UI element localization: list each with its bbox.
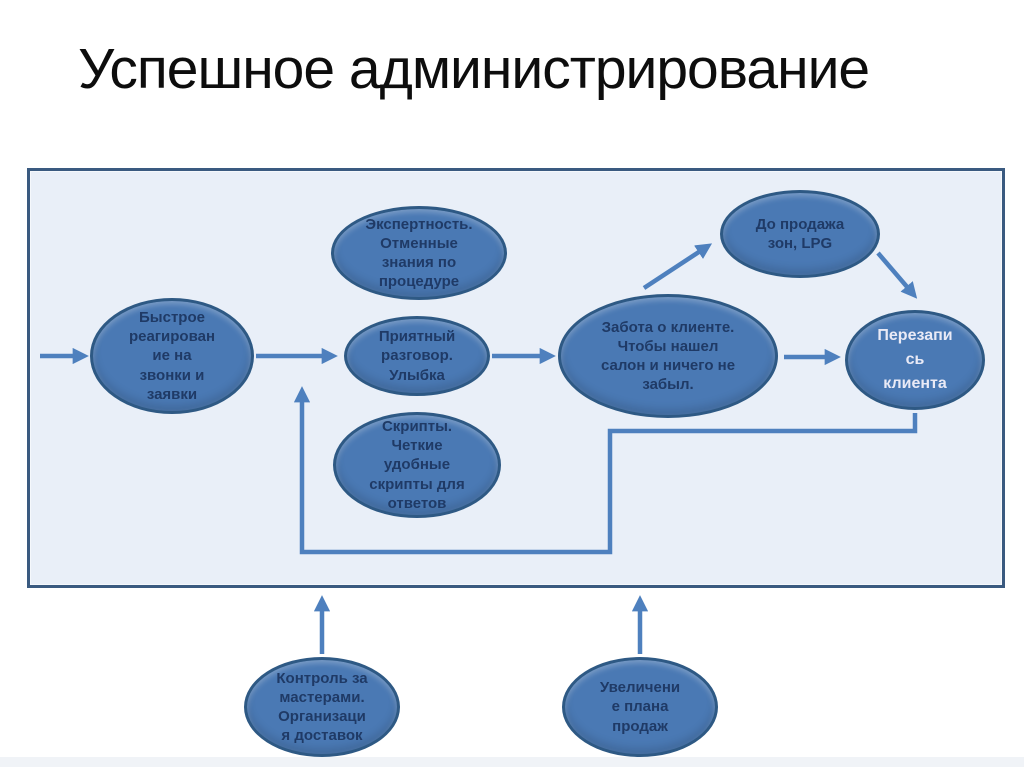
node-client-care: Забота о клиенте. Чтобы нашел салон и ни… bbox=[558, 294, 778, 418]
node-expertise-label: Экспертность. Отменные знания по процеду… bbox=[365, 215, 473, 291]
node-presale-zones: До продажа зон, LPG bbox=[720, 190, 880, 278]
node-scripts-label: Скрипты. Четкие удобные скрипты для отве… bbox=[369, 418, 465, 512]
node-client-rebooking: Перезапи сь клиента bbox=[845, 310, 985, 410]
node-conversation-label: Приятный разговор. Улыбка bbox=[378, 328, 456, 384]
node-fast-response: Быстрое реагирован ие на звонки и заявки bbox=[90, 298, 254, 414]
node-presale-zones-label: До продажа зон, LPG bbox=[755, 215, 845, 252]
node-client-care-label: Забота о клиенте. Чтобы нашел салон и ни… bbox=[600, 318, 736, 394]
bottom-strip bbox=[0, 757, 1024, 767]
node-expertise: Экспертность. Отменные знания по процеду… bbox=[331, 206, 507, 300]
node-conversation: Приятный разговор. Улыбка bbox=[344, 316, 490, 396]
node-scripts: Скрипты. Четкие удобные скрипты для отве… bbox=[333, 412, 501, 518]
node-masters-control: Контроль за мастерами. Организаци я дост… bbox=[244, 657, 400, 757]
slide-title: Успешное администрирование bbox=[78, 37, 870, 101]
node-fast-response-label: Быстрое реагирован ие на звонки и заявки bbox=[128, 309, 216, 403]
node-masters-control-label: Контроль за мастерами. Организаци я дост… bbox=[276, 669, 368, 745]
node-sales-plan-label: Увеличени е плана продаж bbox=[599, 679, 681, 735]
node-sales-plan: Увеличени е плана продаж bbox=[562, 657, 718, 757]
node-client-rebooking-label: Перезапи сь клиента bbox=[877, 327, 953, 392]
